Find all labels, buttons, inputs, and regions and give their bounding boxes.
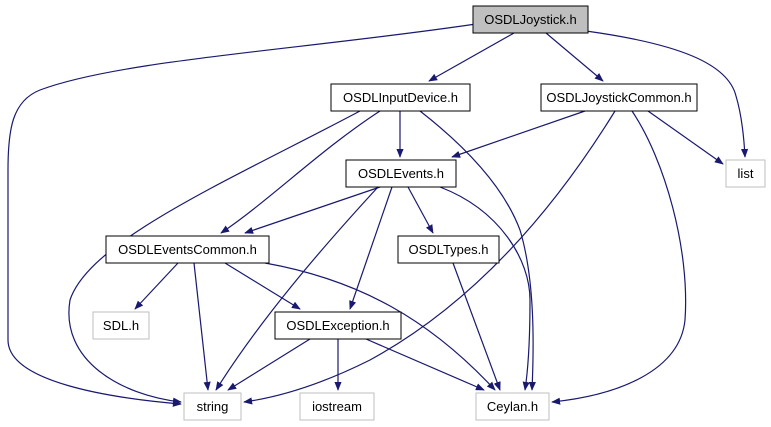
edge-osdleventscommon-to-osdlexception [224, 262, 301, 310]
node-string: string [183, 392, 242, 421]
node-iostream: iostream [299, 392, 375, 421]
node-osdleventscommon[interactable]: OSDLEventsCommon.h [105, 235, 270, 264]
node-label-osdljoystickcommon: OSDLJoystickCommon.h [546, 90, 691, 105]
edge-osdlinputdevice-to-osdleventscommon [220, 110, 381, 234]
edge-osdljoystick-to-osdlinputdevice [428, 32, 515, 82]
edge-osdleventscommon-to-sdl [134, 262, 179, 310]
node-box-osdleventscommon [105, 235, 270, 264]
node-label-string: string [197, 399, 229, 414]
node-box-osdlinputdevice [330, 83, 471, 112]
node-box-ceylan [475, 392, 550, 421]
edge-osdlinputdevice-to-ceylan [419, 110, 536, 391]
node-osdljoystick[interactable]: OSDLJoystick.h [472, 5, 589, 34]
node-box-iostream [299, 392, 375, 421]
edge-osdljoystick-to-osdljoystickcommon [545, 32, 604, 82]
node-list: list [725, 159, 766, 188]
edge-osdleventscommon-to-ceylan [264, 262, 496, 391]
node-label-osdltypes: OSDLTypes.h [409, 242, 489, 257]
node-box-osdlevents [345, 159, 457, 188]
edge-osdljoystickcommon-to-list [647, 110, 724, 165]
node-label-list: list [738, 166, 754, 181]
node-osdlexception[interactable]: OSDLException.h [274, 311, 402, 340]
node-box-osdljoystickcommon [540, 83, 698, 112]
edge-osdlexception-to-string [227, 338, 311, 391]
edge-osdlevents-to-osdleventscommon [244, 186, 381, 234]
edge-osdljoystick-to-string [7, 23, 477, 407]
edge-osdlevents-to-osdlexception [349, 186, 393, 310]
node-label-osdlexception: OSDLException.h [286, 318, 389, 333]
node-osdlevents[interactable]: OSDLEvents.h [345, 159, 457, 188]
node-label-osdljoystick: OSDLJoystick.h [484, 12, 576, 27]
node-osdltypes[interactable]: OSDLTypes.h [397, 235, 500, 264]
edge-osdljoystickcommon-to-ceylan [551, 110, 687, 405]
node-label-osdlevents: OSDLEvents.h [358, 166, 444, 181]
edge-osdlevents-to-ceylan [439, 186, 531, 391]
edge-osdlexception-to-ceylan [365, 338, 485, 391]
edge-osdleventscommon-to-string [193, 262, 211, 391]
edge-osdljoystickcommon-to-string [243, 110, 616, 405]
node-box-list [725, 159, 766, 188]
edge-osdlevents-to-osdltypes [407, 186, 434, 234]
node-box-osdlexception [274, 311, 402, 340]
node-osdljoystickcommon[interactable]: OSDLJoystickCommon.h [540, 83, 698, 112]
edge-osdljoystickcommon-to-osdlevents [451, 110, 586, 158]
node-box-string [183, 392, 242, 421]
node-ceylan: Ceylan.h [475, 392, 550, 421]
edge-osdlevents-to-string [215, 186, 379, 391]
edge-osdltypes-to-ceylan [452, 262, 501, 391]
node-box-sdl [92, 311, 150, 340]
edge-osdlinputdevice-to-string [68, 110, 361, 405]
node-label-ceylan: Ceylan.h [487, 399, 538, 414]
node-label-sdl: SDL.h [103, 318, 139, 333]
node-label-osdlinputdevice: OSDLInputDevice.h [343, 90, 458, 105]
edge-osdljoystick-to-list [585, 30, 749, 158]
node-box-osdljoystick [472, 5, 589, 34]
node-label-iostream: iostream [312, 399, 362, 414]
node-sdl: SDL.h [92, 311, 150, 340]
node-box-osdltypes [397, 235, 500, 264]
node-label-osdleventscommon: OSDLEventsCommon.h [118, 242, 257, 257]
node-osdlinputdevice[interactable]: OSDLInputDevice.h [330, 83, 471, 112]
edge-layer [7, 23, 749, 407]
